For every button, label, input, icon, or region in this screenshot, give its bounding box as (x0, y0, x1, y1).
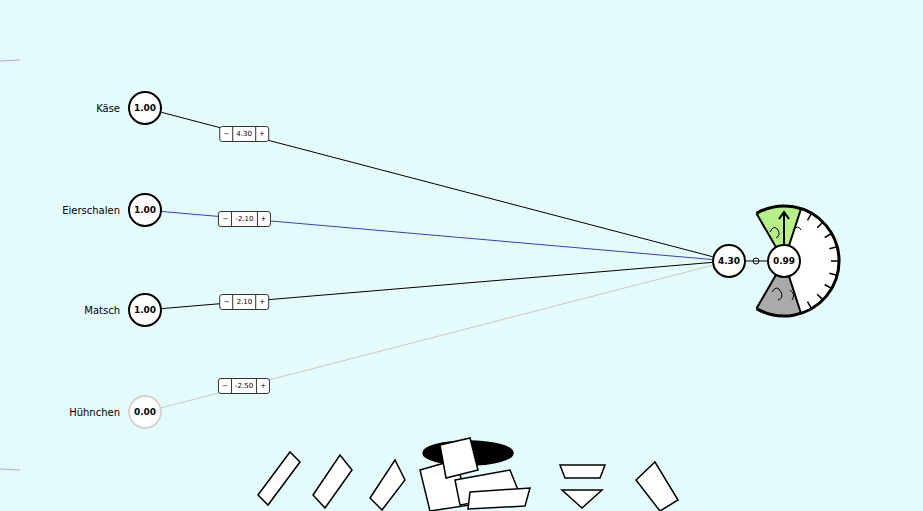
node-value: 1.00 (134, 305, 156, 315)
plus-button: + (258, 212, 270, 226)
input-circle: Hühnchen0.00 (128, 395, 162, 429)
output-gauge (757, 206, 840, 316)
input-circle: Matsch1.00 (128, 293, 162, 327)
neuron-circle: 0.99 (767, 244, 801, 278)
weight-line (162, 211, 712, 259)
input-circle: Eierschalen1.00 (128, 193, 162, 227)
minus-button: − (219, 212, 231, 226)
weight-control: −-2.10+ (218, 211, 270, 227)
weight-line (161, 265, 712, 407)
node-value: 0.00 (134, 407, 156, 417)
minus-button: − (221, 295, 233, 309)
minus-button: − (220, 127, 232, 141)
node-value: 0.99 (773, 256, 795, 266)
weight-value: 2.10 (233, 295, 257, 309)
input-name: Eierschalen (62, 205, 120, 216)
weight-value: 4.30 (232, 127, 256, 141)
weight-control: −-2.50+ (218, 378, 270, 394)
weight-value: -2.10 (231, 212, 257, 226)
weight-control: −2.10+ (220, 294, 270, 310)
sandwich-pile (258, 438, 678, 511)
input-circle: Käse1.00 (128, 91, 162, 125)
weight-control: −4.30+ (219, 126, 269, 142)
input-name: Käse (96, 103, 120, 114)
weight-line (746, 261, 767, 262)
neuron-circle: 4.30 (712, 244, 746, 278)
decor-arc (0, 60, 20, 470)
plus-button: + (256, 127, 268, 141)
weight-line (162, 262, 712, 308)
input-name: Matsch (84, 305, 120, 316)
weight-value: -2.50 (231, 379, 257, 393)
plus-button: + (256, 295, 268, 309)
minus-button: − (219, 379, 231, 393)
input-name: Hühnchen (69, 407, 120, 418)
node-value: 4.30 (718, 256, 740, 266)
plus-button: + (257, 379, 269, 393)
node-value: 1.00 (134, 205, 156, 215)
node-value: 1.00 (134, 103, 156, 113)
